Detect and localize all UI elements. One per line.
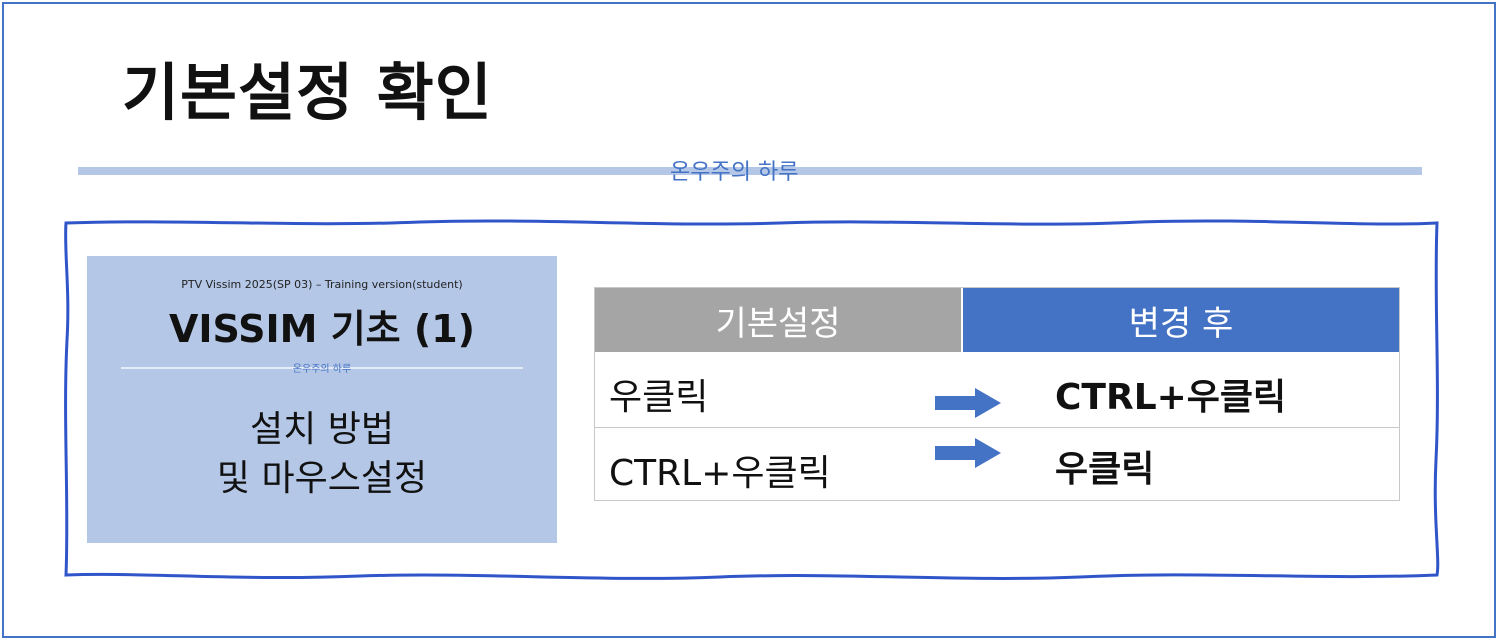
- right-arrow-icon: [935, 438, 1001, 468]
- thumbnail-top-text: PTV Vissim 2025(SP 03) – Training versio…: [181, 278, 463, 291]
- thumbnail-body: 설치 방법 및 마우스설정: [87, 406, 557, 503]
- row-divider: [595, 427, 1399, 428]
- row2-default: CTRL+우클릭: [609, 453, 831, 494]
- slide-title: 기본설정 확인: [122, 56, 493, 129]
- thumbnail-divider: [121, 367, 523, 369]
- header-changed: 변경 후: [963, 288, 1399, 352]
- thumbnail-body-line1: 설치 방법: [250, 409, 394, 450]
- thumbnail-body-line2: 및 마우스설정: [216, 457, 428, 499]
- row1-default: 우클릭: [609, 377, 709, 418]
- right-arrow-icon: [935, 388, 1001, 418]
- lesson-thumbnail: PTV Vissim 2025(SP 03) – Training versio…: [87, 256, 557, 543]
- row2-changed: 우클릭: [1055, 449, 1155, 490]
- slide-subtitle: 온우주의 하루: [670, 160, 799, 185]
- header-default: 기본설정: [595, 288, 961, 352]
- thumbnail-small-text: 온우주의 하루: [292, 364, 352, 375]
- title-underline: [78, 167, 1422, 175]
- thumbnail-heading: VISSIM 기초 (1): [168, 307, 476, 351]
- row1-changed: CTRL+우클릭: [1055, 377, 1287, 418]
- settings-table: 기본설정 변경 후 우클릭 CTRL+우클릭 CTRL+우클릭 우클릭: [594, 287, 1400, 501]
